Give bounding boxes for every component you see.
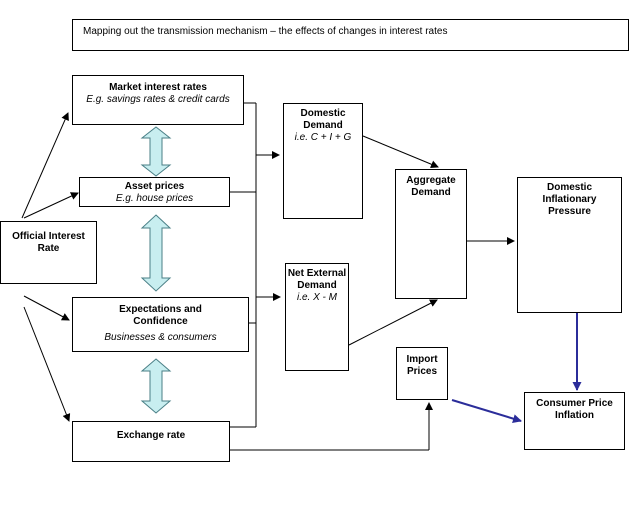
domestic-demand-subtitle: i.e. C + I + G <box>294 132 352 143</box>
node-domestic-inflationary-pressure: Domestic Inflationary Pressure <box>517 177 622 313</box>
double-arrow-market-asset <box>140 126 172 177</box>
import-prices-title: Import Prices <box>406 354 438 377</box>
market-rates-subtitle: E.g. savings rates & credit cards <box>86 94 230 105</box>
double-arrow-asset-expectations <box>140 214 172 292</box>
arrow-official-to-exchange <box>23 306 71 422</box>
expectations-subtitle: Businesses & consumers <box>104 332 217 343</box>
market-rates-title: Market interest rates <box>109 82 207 93</box>
node-import-prices: Import Prices <box>396 347 448 400</box>
double-arrow-expectations-exchange <box>140 358 172 414</box>
arrow-import-to-cpi <box>451 399 522 423</box>
diagram-title: Mapping out the transmission mechanism –… <box>72 19 629 51</box>
arrow-official-to-market <box>21 112 69 219</box>
node-net-external-demand: Net External Demand i.e. X - M <box>285 263 349 371</box>
node-domestic-demand: Domestic Demand i.e. C + I + G <box>283 103 363 219</box>
node-expectations-confidence: Expectations and Confidence Businesses &… <box>72 297 249 352</box>
exchange-rate-title: Exchange rate <box>116 430 186 441</box>
node-market-interest-rates: Market interest rates E.g. savings rates… <box>72 75 244 125</box>
domestic-demand-title: Domestic Demand <box>300 108 346 131</box>
aggregate-demand-title: Aggregate Demand <box>406 175 456 198</box>
expectations-title: Expectations and Confidence <box>119 304 202 327</box>
official-rate-title: Official Interest Rate <box>12 231 85 254</box>
cpi-title: Consumer Price Inflation <box>536 398 613 421</box>
node-consumer-price-inflation: Consumer Price Inflation <box>524 392 625 450</box>
asset-prices-subtitle: E.g. house prices <box>115 193 194 204</box>
arrow-official-to-asset <box>23 192 79 219</box>
node-aggregate-demand: Aggregate Demand <box>395 169 467 299</box>
arrow-net-external-to-aggregate <box>348 299 438 346</box>
node-official-interest-rate: Official Interest Rate <box>0 221 97 284</box>
pressure-title: Domestic Inflationary Pressure <box>542 182 597 217</box>
node-asset-prices: Asset prices E.g. house prices <box>79 177 230 207</box>
arrow-domestic-to-aggregate <box>362 135 439 169</box>
net-external-demand-title: Net External Demand <box>287 268 347 291</box>
arrow-official-to-expectations <box>23 295 70 321</box>
node-exchange-rate: Exchange rate <box>72 421 230 462</box>
net-external-demand-subtitle: i.e. X - M <box>296 292 337 303</box>
asset-prices-title: Asset prices <box>124 181 185 192</box>
